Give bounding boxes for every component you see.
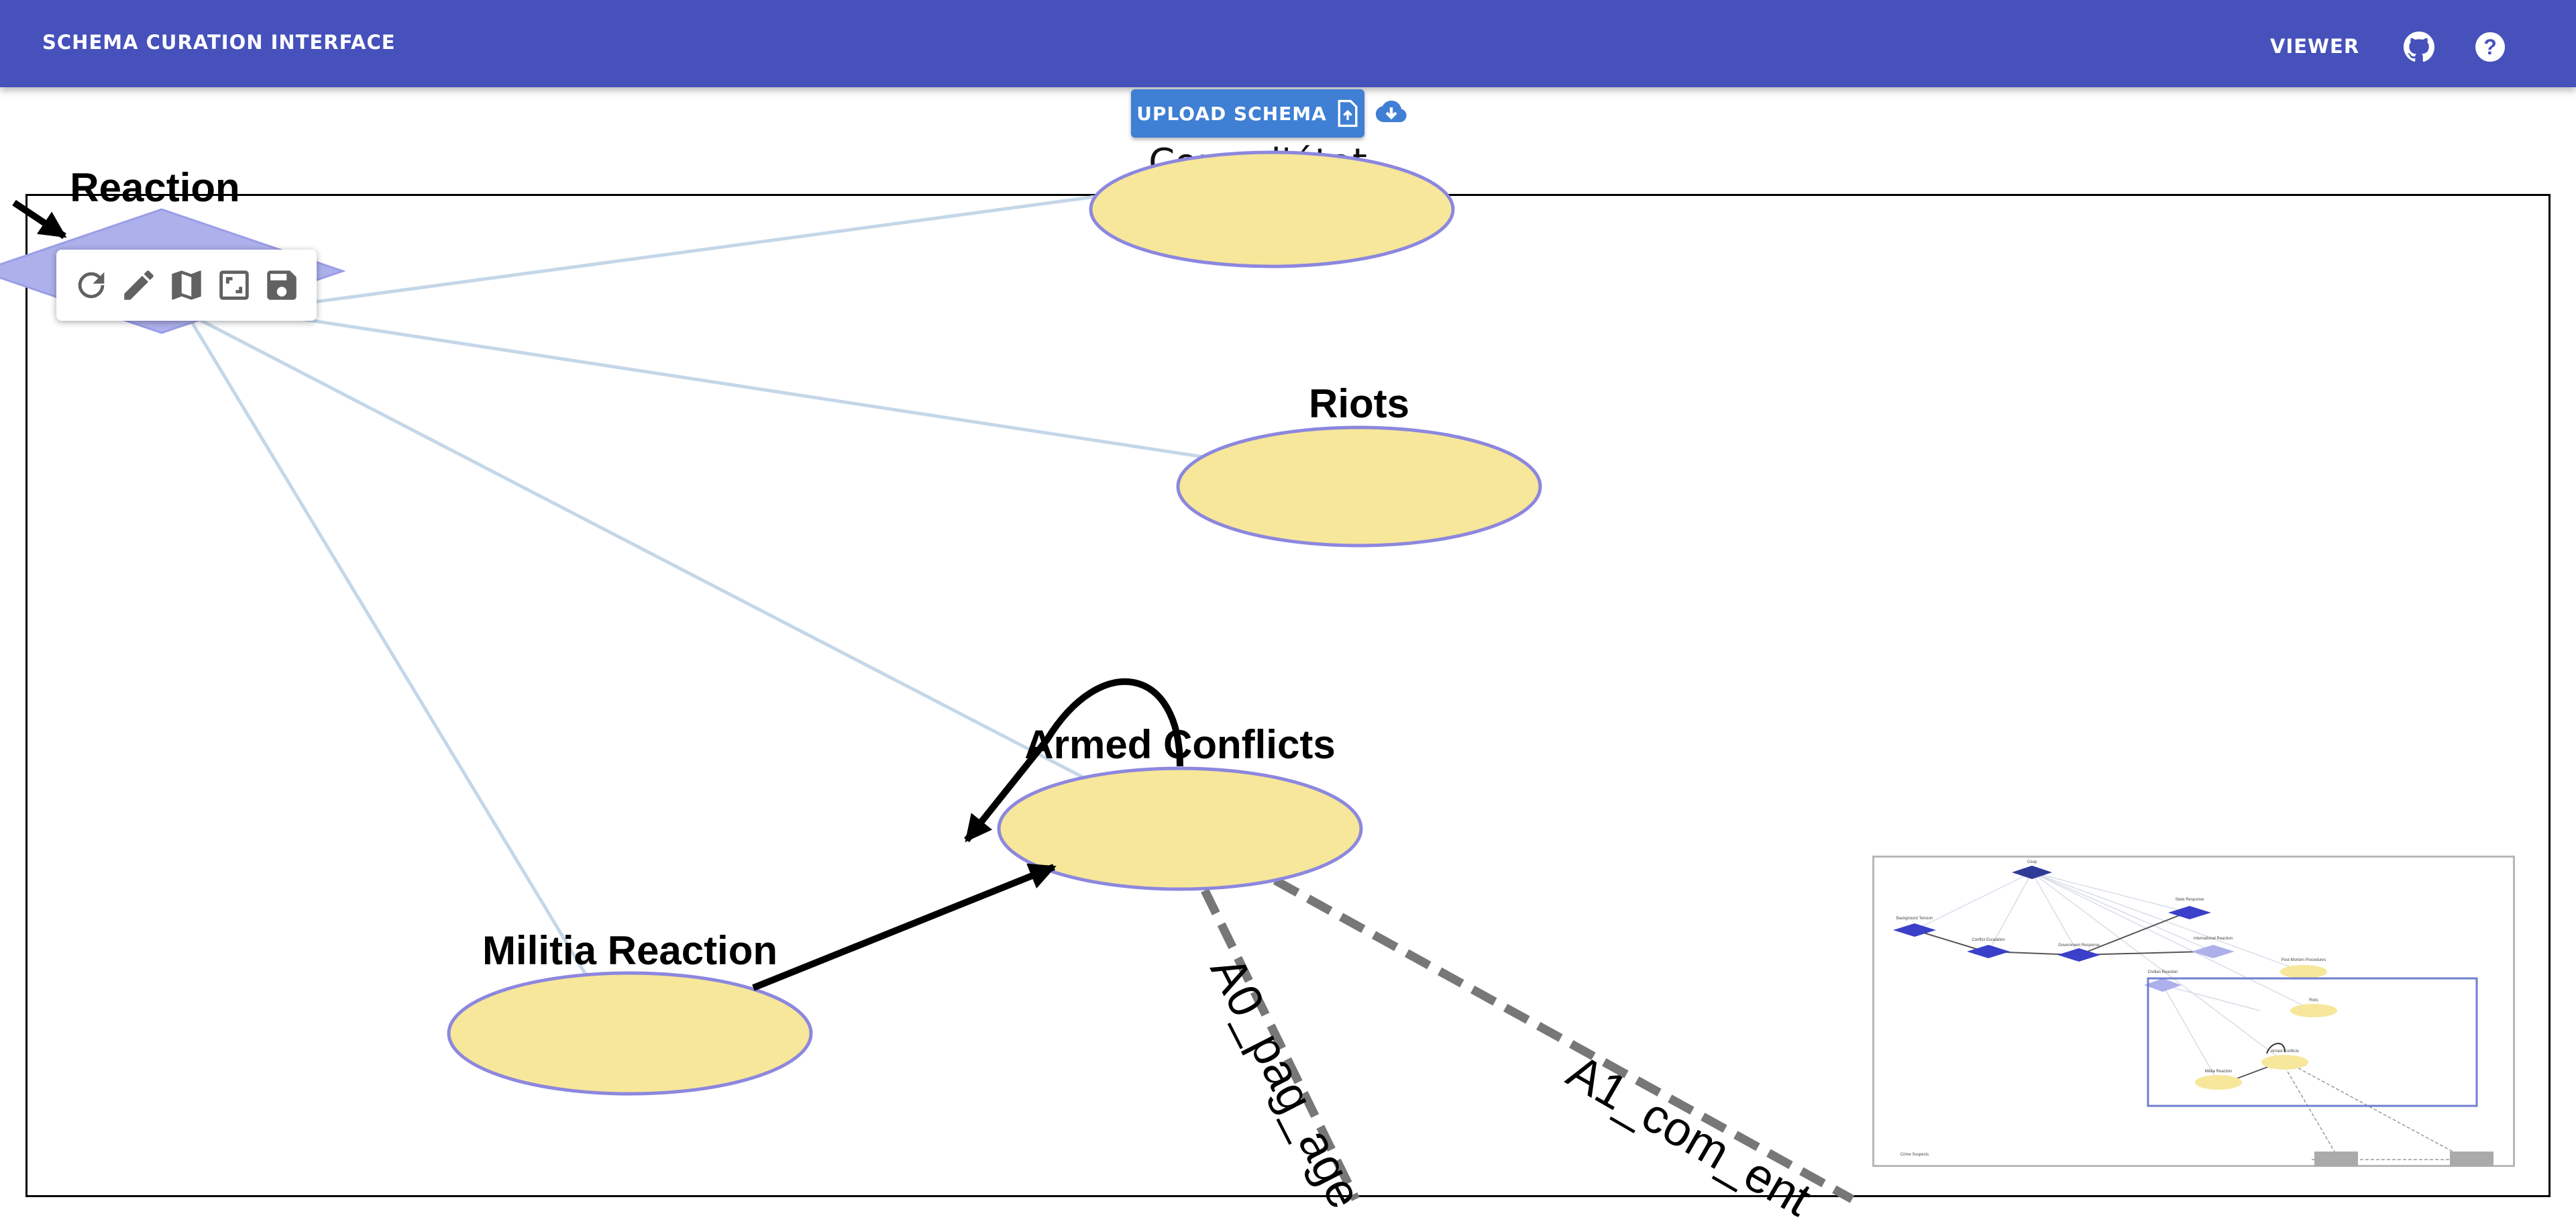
- riots-node[interactable]: [1176, 425, 1542, 548]
- svg-text:Riots: Riots: [2309, 999, 2318, 1003]
- link-line: [154, 295, 1209, 460]
- help-icon[interactable]: ?: [2474, 31, 2506, 63]
- svg-text:Crime Suspects: Crime Suspects: [1900, 1153, 1929, 1157]
- svg-text:State Response: State Response: [2176, 898, 2204, 902]
- svg-text:Post-Mortem Procedures: Post-Mortem Procedures: [2282, 958, 2326, 962]
- svg-text:Militia Reaction: Militia Reaction: [2205, 1070, 2233, 1074]
- graph-toolbar: [56, 250, 317, 321]
- github-icon[interactable]: [2403, 31, 2435, 63]
- riots-node-label: Riots: [1309, 381, 1409, 426]
- militia-to-armed-arrow: [752, 863, 1057, 991]
- svg-text:Background Tension: Background Tension: [1896, 917, 1933, 921]
- edge-label-a1: A1_com_ent: [1558, 1045, 1820, 1226]
- self-loop-arrow: [964, 678, 1183, 843]
- svg-text:Coup: Coup: [2027, 860, 2037, 864]
- militia-reaction-node[interactable]: [447, 971, 813, 1096]
- graph-minimap[interactable]: Coup Background Tension Conflict Escalat…: [1872, 856, 2515, 1167]
- minimap-viewport[interactable]: [2147, 977, 2478, 1107]
- app-title: SCHEMA CURATION INTERFACE: [42, 31, 396, 54]
- svg-text:Conflict Escalation: Conflict Escalation: [1972, 938, 2004, 942]
- cloud-download-icon[interactable]: [1374, 98, 1409, 127]
- minimap-svg: Coup Background Tension Conflict Escalat…: [1893, 860, 2493, 1166]
- armed-conflicts-node[interactable]: [997, 766, 1363, 891]
- coup-node[interactable]: [1089, 150, 1455, 268]
- file-upload-icon: [1338, 99, 1358, 127]
- reaction-node-label: Reaction: [70, 165, 239, 210]
- relation-edge: [1201, 888, 1360, 1201]
- svg-text:Government Response: Government Response: [2058, 943, 2100, 948]
- refresh-icon[interactable]: [72, 266, 111, 305]
- reaction-incoming-arrow: [12, 199, 67, 240]
- upload-schema-button[interactable]: UPLOAD SCHEMA: [1131, 89, 1364, 138]
- fit-screen-icon[interactable]: [215, 266, 254, 305]
- map-icon[interactable]: [167, 266, 206, 305]
- app-bar: SCHEMA CURATION INTERFACE VIEWER ?: [0, 0, 2576, 87]
- relation-edge: [1273, 876, 1855, 1203]
- graph-canvas[interactable]: Reaction Riots Armed Conflicts Militia R…: [0, 150, 2551, 1226]
- edge-label-a0: A0_pag_age: [1200, 948, 1373, 1217]
- link-line: [186, 315, 592, 982]
- svg-text:Civilian Reaction: Civilian Reaction: [2148, 970, 2178, 974]
- upload-schema-label: UPLOAD SCHEMA: [1136, 102, 1327, 125]
- viewer-button[interactable]: VIEWER: [2270, 35, 2360, 58]
- svg-text:?: ?: [2483, 35, 2497, 59]
- save-icon[interactable]: [262, 266, 301, 305]
- svg-text:International Reaction: International Reaction: [2194, 937, 2233, 941]
- svg-text:Armed Conflicts: Armed Conflicts: [2271, 1050, 2299, 1054]
- edit-icon[interactable]: [119, 266, 158, 305]
- link-line: [154, 295, 1102, 788]
- militia-reaction-node-label: Militia Reaction: [482, 928, 777, 973]
